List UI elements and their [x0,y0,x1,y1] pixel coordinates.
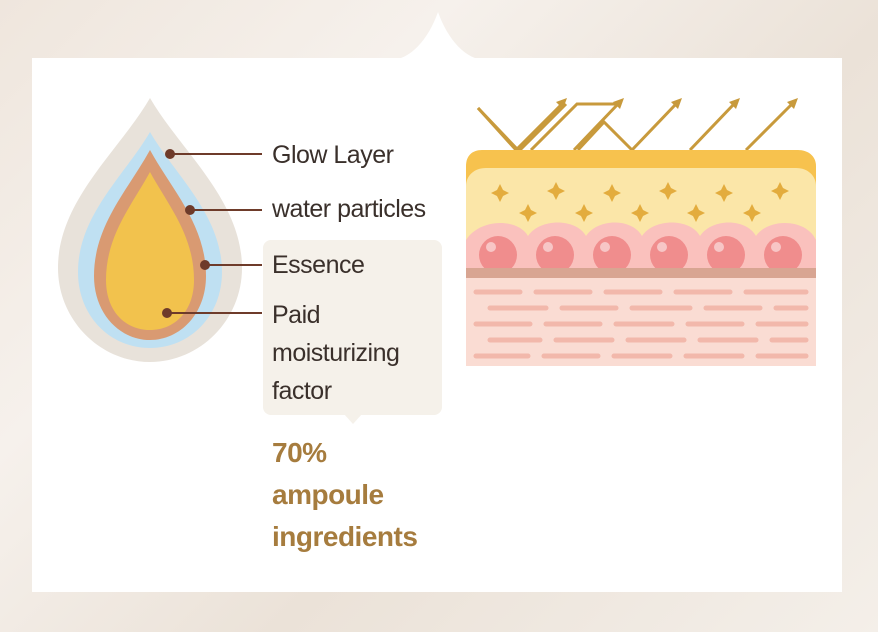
ingredient-tooltip-tail [344,414,362,424]
label-essence: Essence [272,251,365,279]
label-moisturizing-factor: Paid moisturizing factor [272,301,400,405]
ampoule-ingredients-callout: 70% ampoule ingredients [272,432,472,558]
leader-lines [162,149,262,318]
skin-cells [479,236,802,274]
arrow-heads [556,98,798,109]
skin-base-divider [466,268,816,278]
callout-line-ampoule: ampoule [272,479,384,510]
sparkle-icons [491,182,789,222]
skin-layers-illustration [466,98,816,366]
drop-core-layer [106,172,194,330]
skin-base-texture [473,289,809,359]
callout-line-ingredients: ingredients [272,521,418,552]
ingredient-tooltip-panel [263,240,442,415]
label-glow-layer: Glow Layer [272,141,394,169]
label-water-particles: water particles [272,195,426,223]
frame-notch [390,12,486,60]
callout-percent: 70% [272,437,327,468]
layered-drop-illustration [58,98,242,362]
skin-glow-layer [466,168,816,240]
